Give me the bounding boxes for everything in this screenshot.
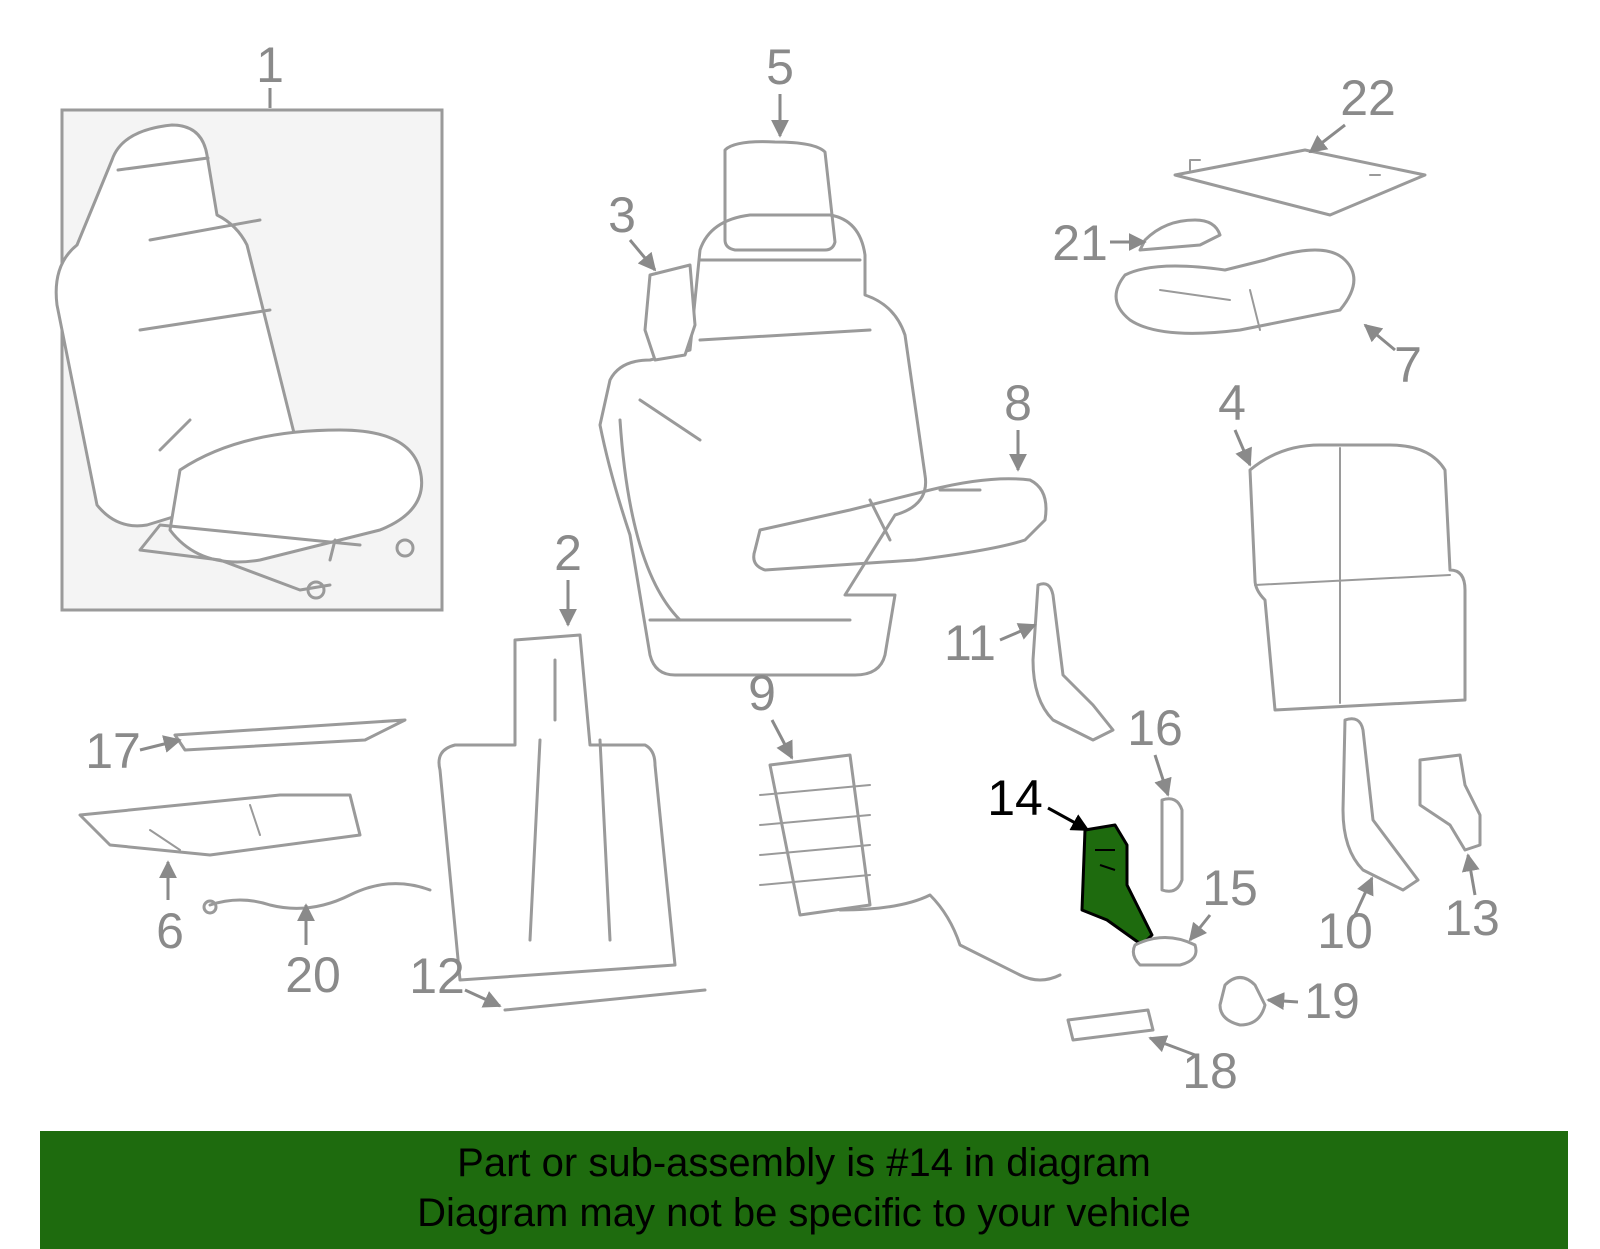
svg-text:11: 11 — [944, 615, 996, 671]
part-18-handle[interactable] — [1066, 1008, 1155, 1042]
svg-text:5: 5 — [766, 39, 794, 95]
svg-text:16: 16 — [1127, 700, 1183, 756]
callout-4: 4 — [1218, 375, 1252, 467]
svg-text:10: 10 — [1317, 903, 1373, 959]
part-21-bracket[interactable] — [1138, 218, 1222, 252]
svg-text:13: 13 — [1444, 890, 1500, 946]
svg-text:2: 2 — [554, 525, 582, 581]
callout-5: 5 — [766, 39, 794, 138]
callout-2: 2 — [554, 525, 582, 627]
svg-text:22: 22 — [1340, 70, 1396, 126]
seat-parts-diagram: 1 5 3 8 22 21 — [54, 37, 1500, 1099]
banner-line-2: Diagram may not be specific to your vehi… — [417, 1191, 1191, 1235]
part-2-back-frame[interactable] — [437, 633, 707, 1012]
callout-16: 16 — [1127, 700, 1183, 797]
svg-text:19: 19 — [1304, 973, 1360, 1029]
part-16-trim[interactable] — [1160, 797, 1184, 893]
part-13-cover[interactable] — [1418, 753, 1482, 852]
callout-10: 10 — [1317, 876, 1374, 959]
callout-22: 22 — [1308, 70, 1396, 154]
svg-text:3: 3 — [608, 187, 636, 243]
callout-15: 15 — [1188, 860, 1258, 942]
svg-text:8: 8 — [1004, 375, 1032, 431]
part-20-harness[interactable] — [202, 882, 432, 915]
callout-6: 6 — [156, 860, 184, 959]
svg-text:6: 6 — [156, 903, 184, 959]
part-6-adjuster[interactable] — [78, 793, 362, 857]
info-banner: Part or sub-assembly is #14 in diagram D… — [40, 1131, 1568, 1249]
part-14-recliner-highlighted[interactable] — [1080, 823, 1154, 947]
callout-7: 7 — [1363, 323, 1422, 393]
callout-13: 13 — [1444, 853, 1500, 946]
part-9-lumbar[interactable] — [759, 753, 1062, 982]
svg-text:7: 7 — [1394, 337, 1422, 393]
callout-20: 20 — [285, 903, 341, 1003]
part-22-plate[interactable] — [1173, 148, 1427, 217]
callout-17: 17 — [85, 723, 182, 779]
svg-text:20: 20 — [285, 947, 341, 1003]
part-3-side-panel[interactable] — [643, 263, 697, 362]
svg-text:18: 18 — [1182, 1043, 1238, 1099]
callout-11: 11 — [944, 615, 1037, 671]
part-7-cushion[interactable] — [1114, 248, 1356, 335]
svg-text:4: 4 — [1218, 375, 1246, 431]
part-1-seat-assembly[interactable] — [54, 108, 444, 612]
part-15-knob[interactable] — [1131, 936, 1198, 967]
part-10-recliner[interactable] — [1341, 717, 1420, 892]
svg-text:14: 14 — [987, 770, 1043, 826]
callout-8: 8 — [1004, 375, 1032, 472]
callout-19: 19 — [1266, 973, 1360, 1029]
part-5-seat-back[interactable] — [598, 140, 1048, 677]
svg-text:15: 15 — [1202, 860, 1258, 916]
part-11-hinge[interactable] — [1031, 582, 1115, 742]
callout-18: 18 — [1148, 1035, 1238, 1099]
part-19-knob[interactable] — [1218, 976, 1267, 1027]
svg-text:12: 12 — [409, 948, 465, 1004]
svg-text:21: 21 — [1052, 215, 1108, 271]
callout-1: 1 — [256, 37, 284, 108]
svg-text:1: 1 — [256, 37, 284, 93]
part-4-back-panel[interactable] — [1248, 443, 1467, 712]
callout-21: 21 — [1052, 215, 1147, 271]
svg-text:17: 17 — [85, 723, 141, 779]
callout-14: 14 — [987, 770, 1090, 832]
part-17-tray[interactable] — [173, 718, 407, 752]
banner-line-1: Part or sub-assembly is #14 in diagram — [457, 1141, 1151, 1185]
callout-3: 3 — [608, 187, 657, 272]
callout-12: 12 — [409, 948, 502, 1008]
svg-text:9: 9 — [748, 665, 776, 721]
callout-9: 9 — [748, 665, 794, 760]
